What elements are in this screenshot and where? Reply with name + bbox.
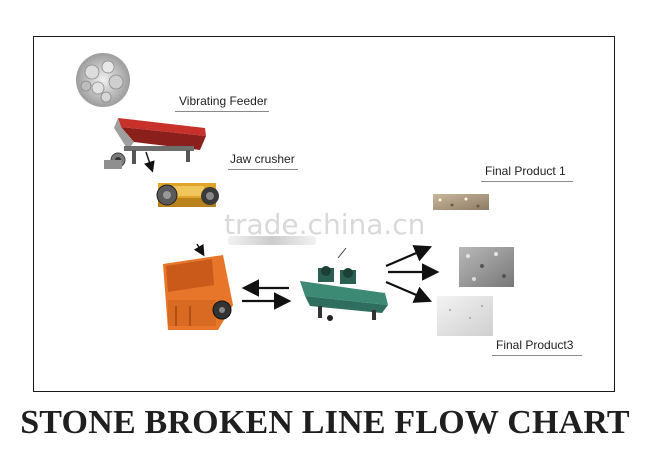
vibrating-screen-image (300, 247, 388, 321)
bidirectional-arrows (241, 279, 292, 310)
diagram-frame (33, 36, 615, 392)
label-final-product-3: Final Product3 (496, 338, 574, 352)
product-arrows (385, 245, 440, 303)
label-vibrating-feeder: Vibrating Feeder (179, 94, 268, 108)
blurred-label-impact-crusher (228, 236, 316, 245)
vibrating-feeder-image (104, 118, 206, 173)
label-underline-jaw (228, 169, 298, 170)
watermark: trade.china.cn (224, 208, 426, 241)
final-product-1-image (433, 194, 489, 210)
label-underline-product-3 (492, 355, 582, 356)
label-jaw-crusher: Jaw crusher (230, 152, 295, 166)
final-product-3-image (437, 296, 493, 336)
page-title: STONE BROKEN LINE FLOW CHART (20, 404, 630, 441)
label-final-product-1: Final Product 1 (485, 164, 566, 178)
impact-crusher-image (163, 243, 233, 330)
final-product-2-image (459, 247, 514, 287)
label-underline-product-1 (481, 181, 573, 182)
jaw-crusher-image (156, 183, 219, 207)
raw-stone-image (76, 53, 130, 107)
label-underline-feeder (175, 111, 269, 112)
